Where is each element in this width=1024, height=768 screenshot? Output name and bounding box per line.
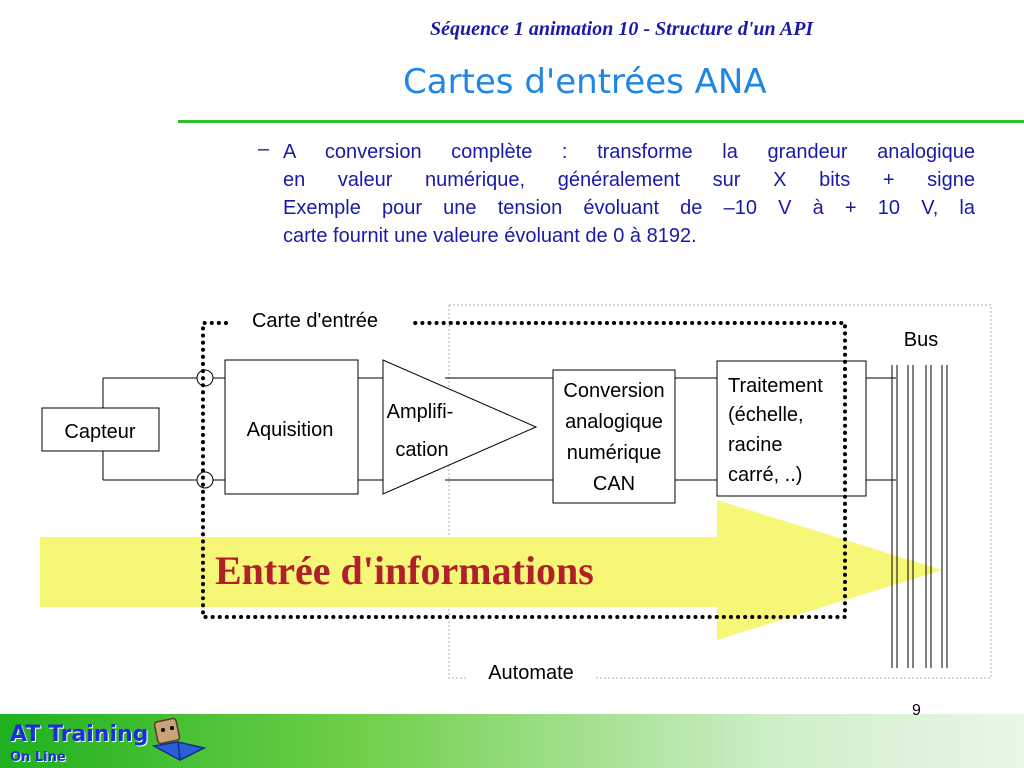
bullet-line: carte fournit une valeure évoluant de 0 … (283, 225, 697, 247)
info-flow-arrow (40, 500, 942, 640)
amplifier-label-line: Amplifi- (387, 401, 454, 423)
logo-subtext: On Line (10, 750, 66, 765)
title-divider (178, 120, 1024, 123)
bullet-line: en valeur numérique, généralement sur X … (283, 169, 975, 191)
conversion-label-line: Conversion (563, 380, 664, 402)
bullet-paragraph: A conversion complète : transforme la gr… (283, 138, 975, 250)
card-label: Carte d'entrée (252, 310, 378, 332)
bullet-line: Exemple pour une tension évoluant de –10… (283, 197, 975, 219)
bullet-line: A conversion complète : transforme la gr… (283, 141, 975, 163)
automate-frame (448, 304, 992, 679)
input-card-diagram: Automate Capteur Aquisition Amplifi- cat… (40, 304, 992, 687)
conversion-label-line: CAN (593, 473, 635, 495)
capteur-label: Capteur (64, 421, 135, 443)
traitement-label-line: carré, ..) (728, 464, 802, 486)
input-terminal (196, 471, 214, 489)
automate-label-bg (468, 657, 596, 687)
acquisition-box (224, 359, 359, 495)
conversion-label-line: analogique (565, 411, 663, 433)
capteur-box (41, 407, 160, 452)
input-card-frame (201, 321, 847, 619)
conversion-label-line: numérique (567, 442, 662, 464)
logo-text: AT Training (10, 722, 149, 747)
slide-title: Cartes d'entrées ANA (403, 62, 767, 102)
amplifier-label-line: cation (395, 439, 448, 461)
book-reader-icon (151, 717, 207, 761)
input-terminal (196, 369, 214, 387)
acquisition-label: Aquisition (247, 419, 334, 441)
arrow-label: Entrée d'informations (215, 548, 594, 593)
automate-label: Automate (488, 662, 574, 684)
page-number: 9 (912, 702, 921, 719)
bus-lines (891, 365, 948, 668)
bus-label: Bus (904, 329, 938, 351)
bullet-dash: – (258, 138, 270, 160)
traitement-label-line: Traitement (728, 375, 823, 397)
amplifier-triangle (382, 359, 538, 495)
slide-subtitle: Séquence 1 animation 10 - Structure d'un… (430, 18, 814, 40)
conversion-box (552, 369, 676, 504)
traitement-label-line: racine (728, 434, 782, 456)
traitement-box (716, 360, 867, 497)
traitement-label-line: (échelle, (728, 404, 804, 426)
